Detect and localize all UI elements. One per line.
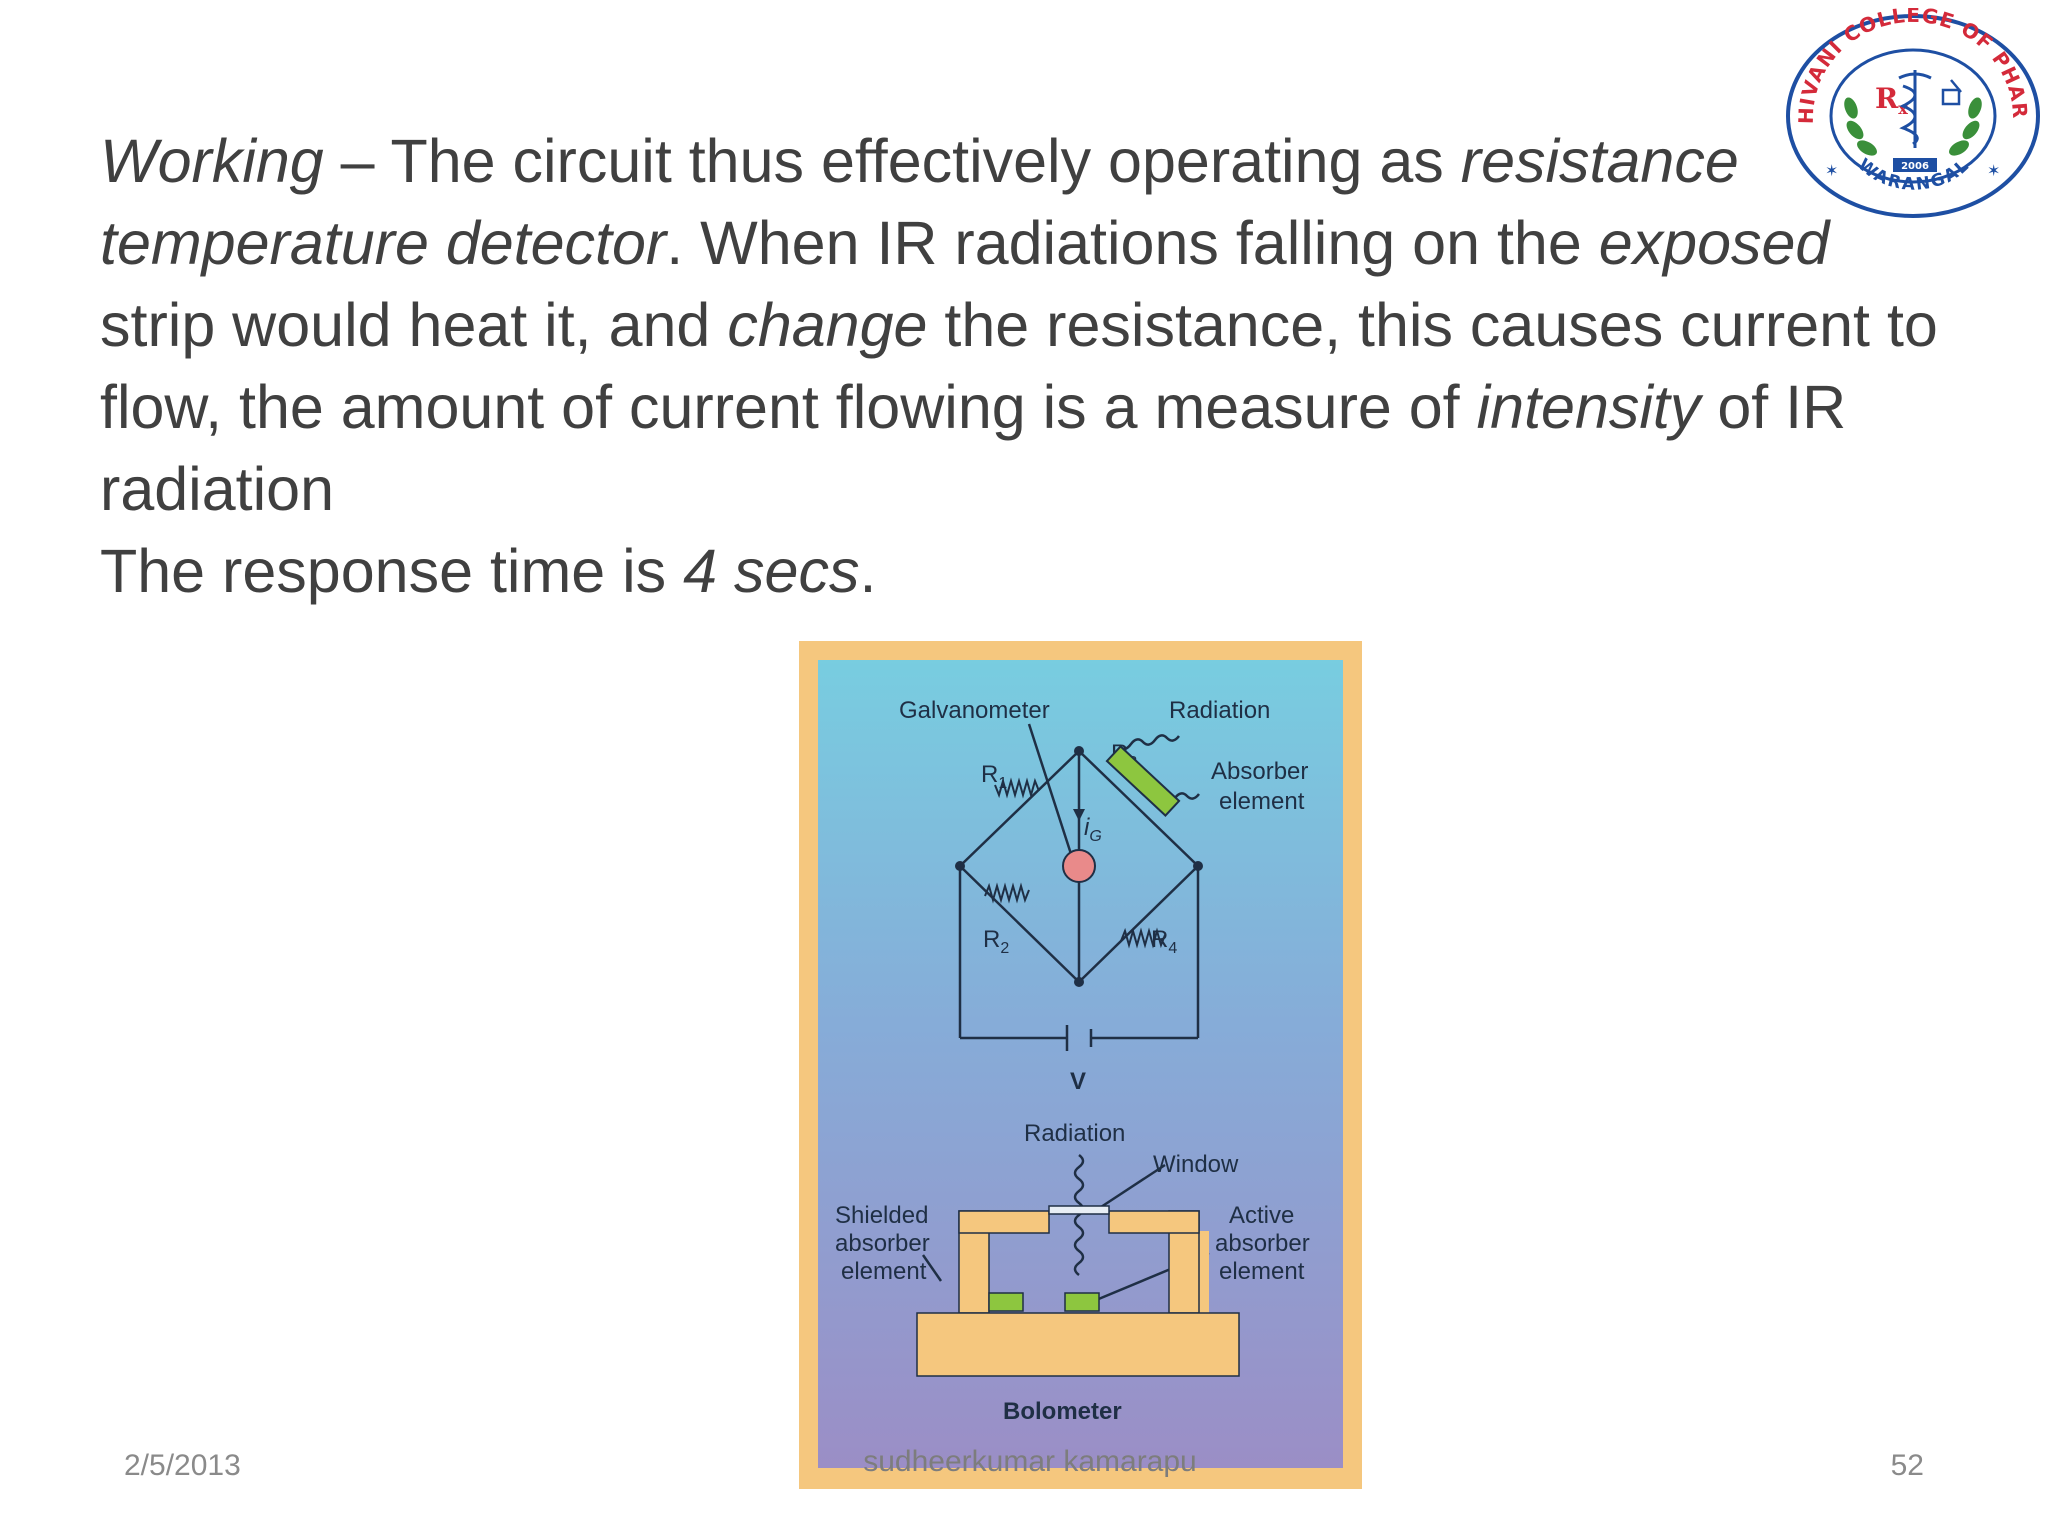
label-absorber-1: Absorber	[1211, 758, 1308, 785]
label-galvanometer: Galvanometer	[899, 697, 1050, 724]
label-active-2: absorber	[1215, 1230, 1310, 1257]
label-window: Window	[1153, 1151, 1239, 1178]
resistor-icon	[984, 777, 1166, 949]
label-ig: iG	[1084, 814, 1102, 845]
text-run: . When IR radiations falling on the	[666, 209, 1599, 277]
window	[1048, 1205, 1110, 1215]
star-icon: ✶	[1825, 161, 1838, 180]
caduceus-icon	[1898, 70, 1932, 148]
label-voltage: V	[1070, 1068, 1086, 1095]
label-active-1: Active	[1229, 1202, 1294, 1229]
bolometer-housing	[916, 1210, 1240, 1377]
paragraph-response-time: The response time is 4 secs.	[100, 530, 1960, 612]
text-run: the resistance, this causes current to f…	[100, 291, 1938, 441]
term-intensity: intensity	[1476, 373, 1701, 441]
label-radiation-top: Radiation	[1169, 697, 1270, 724]
text-run: – The circuit thus effectively operating…	[323, 127, 1461, 195]
term-response-time: 4 secs	[683, 537, 860, 605]
term-working: Working	[100, 127, 324, 195]
logo-year: 2006	[1901, 161, 1929, 172]
circuit-nodes	[955, 746, 1203, 987]
label-active-3: element	[1219, 1258, 1305, 1285]
text-run: of IR radiation	[100, 373, 1847, 523]
label-radiation-bottom: Radiation	[1024, 1120, 1125, 1147]
paragraph-working: Working – The circuit thus effectively o…	[100, 120, 1960, 530]
label-shielded-3: element	[841, 1258, 927, 1285]
college-logo: SRI SHIVANI COLLEGE OF PHARMACY WARANGAL…	[1765, 0, 2043, 218]
footer-author: sudheerkumar kamarapu	[863, 1445, 1197, 1478]
text-run: The response time is	[100, 537, 684, 605]
star-icon: ✶	[1987, 161, 2000, 180]
bolometer-diagram: Galvanometer Radiation R1 R3 iG Absorber…	[818, 660, 1343, 1468]
label-r2: R2	[983, 926, 1009, 957]
figure-caption: Bolometer	[1003, 1398, 1122, 1425]
text-run: strip would heat it, and	[100, 291, 728, 359]
text-run: .	[859, 537, 877, 605]
laurel-icon	[1844, 97, 1982, 156]
label-shielded-1: Shielded	[835, 1202, 928, 1229]
term-rtd: resistance temperature detector	[100, 127, 1739, 277]
bolometer-figure: Galvanometer Radiation R1 R3 iG Absorber…	[799, 641, 1362, 1489]
shielded-absorber	[988, 1292, 1024, 1312]
label-absorber-2: element	[1219, 788, 1305, 815]
term-exposed: exposed	[1598, 209, 1830, 277]
year-ribbon	[1893, 158, 1937, 172]
footer-date: 2/5/2013	[124, 1449, 241, 1482]
active-absorber	[1064, 1292, 1100, 1312]
college-seal-icon: SRI SHIVANI COLLEGE OF PHARMACY WARANGAL…	[1765, 0, 2040, 218]
absorber-element	[1105, 744, 1181, 818]
footer-page-number: 52	[1890, 1449, 1924, 1482]
mortar-icon	[1941, 88, 1961, 106]
rx-symbol: Rx	[1875, 82, 1908, 118]
term-change: change	[727, 291, 928, 359]
label-shielded-2: absorber	[835, 1230, 930, 1257]
body-text: Working – The circuit thus effectively o…	[100, 120, 1960, 612]
galvanometer-icon	[1062, 849, 1096, 883]
